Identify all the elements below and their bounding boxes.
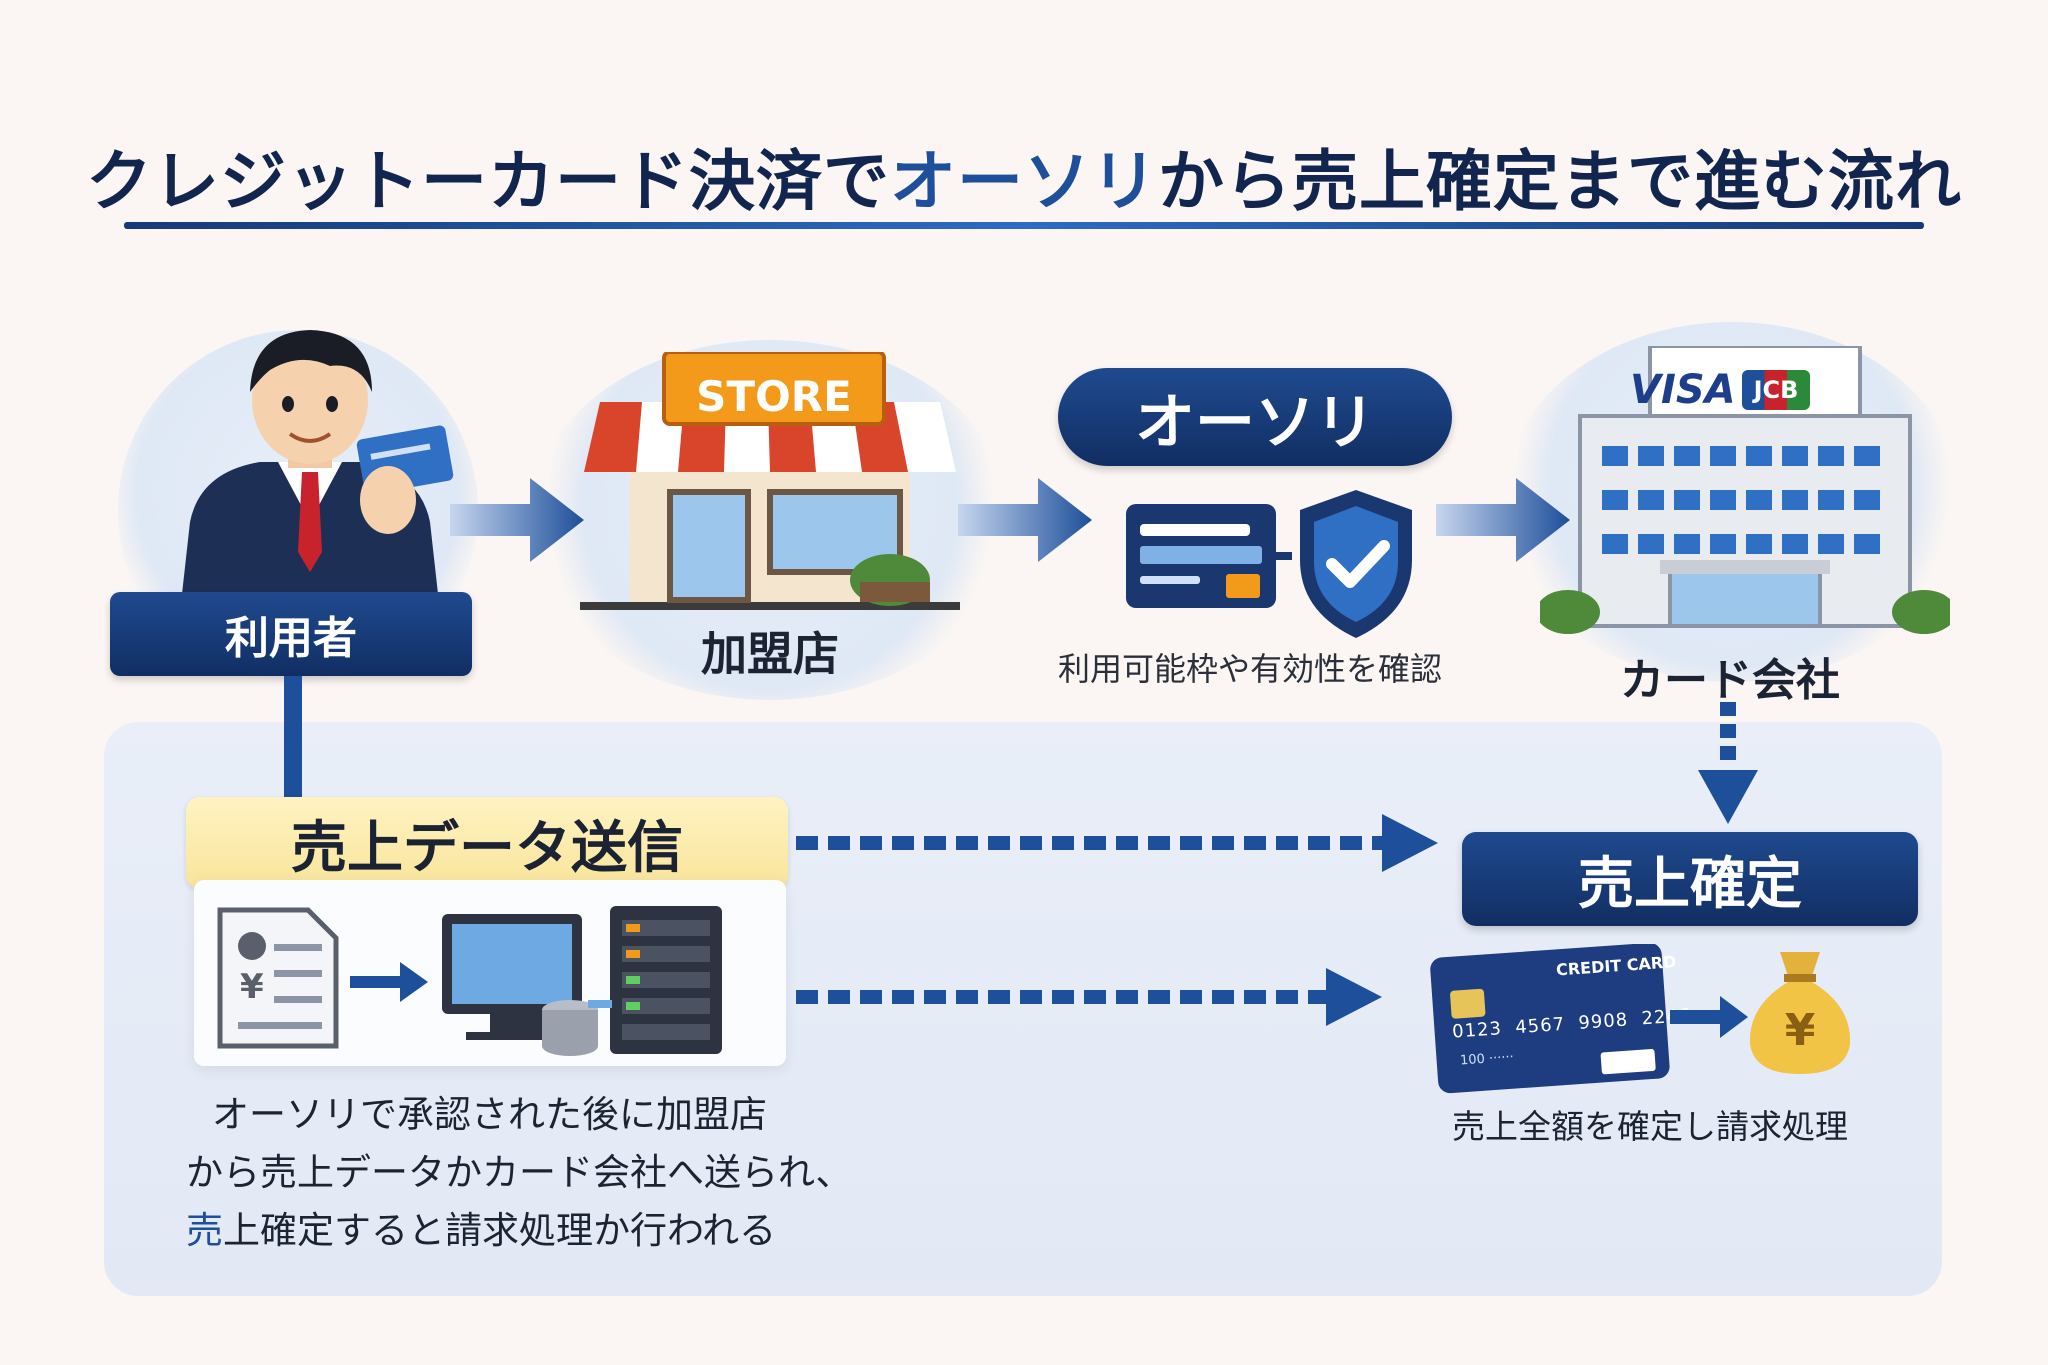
sales-data-description: オーソリで承認された後に加盟店 から売上データかカード会社へ送られ、 売上確定す… bbox=[170, 1086, 890, 1260]
sales-confirm-label: 売上確定 bbox=[1462, 832, 1918, 926]
svg-text:¥: ¥ bbox=[240, 967, 264, 1007]
authorization-label: オーソリ bbox=[1058, 368, 1452, 466]
dashed-arrow-bottom bbox=[796, 968, 1382, 1026]
page-title: クレジットーカード決済でオーソリから売上確定まで進む流れ bbox=[0, 128, 2048, 224]
desc-line-3: 売上確定すると請求処理か行われる bbox=[170, 1202, 890, 1260]
store-label: 加盟店 bbox=[701, 627, 839, 681]
title-part-5: まで進む流れ bbox=[1560, 143, 1962, 220]
desc-line-2: から売上データかカード会社へ送られ、 bbox=[186, 1151, 853, 1194]
store-icon bbox=[580, 352, 960, 610]
dashed-arrow-top bbox=[796, 814, 1438, 872]
user-connector-line bbox=[284, 676, 302, 798]
authorization-caption: 利用可能枠や有効性を確認 bbox=[1057, 650, 1442, 688]
store-sign: STORE bbox=[696, 371, 852, 421]
arrow-company-to-confirm bbox=[1698, 702, 1758, 824]
arrow-store-to-auth bbox=[958, 478, 1092, 562]
desc-line-3-text: 上確定すると請求処理か行われる bbox=[223, 1209, 777, 1252]
yen-symbol: ¥ bbox=[1784, 1004, 1816, 1056]
credit-card-icon bbox=[1430, 944, 1670, 1094]
user-label: 利用者 bbox=[110, 592, 472, 676]
sales-data-flow-icons: ¥ bbox=[217, 906, 722, 1056]
arrow-auth-to-company bbox=[1436, 478, 1570, 562]
sales-data-label: 売上データ送信 bbox=[186, 797, 788, 889]
user-icon bbox=[180, 330, 454, 612]
card-company-building-icon bbox=[1540, 346, 1950, 634]
jcb-logo: JCB bbox=[1742, 370, 1810, 410]
title-part-4: 売上確定 bbox=[1292, 143, 1560, 220]
arrow-user-to-store bbox=[450, 478, 584, 562]
arrow-card-to-money bbox=[1670, 996, 1748, 1038]
visa-logo: VISA bbox=[1630, 367, 1736, 413]
title-underline bbox=[124, 222, 1924, 229]
card-company-label: カード会社 bbox=[1620, 655, 1840, 706]
desc-line-3-highlight: 売 bbox=[186, 1209, 223, 1252]
title-part-2: オーソリ bbox=[890, 143, 1158, 220]
sales-confirm-caption: 売上全額を確定し請求処理 bbox=[1452, 1107, 1848, 1146]
title-part-3: から bbox=[1158, 143, 1292, 220]
title-part-1: クレジットーカード決済で bbox=[86, 143, 890, 220]
desc-line-1: オーソリで承認された後に加盟店 bbox=[212, 1093, 767, 1136]
money-bag-icon bbox=[1749, 952, 1851, 1074]
card-shield-icon bbox=[1126, 490, 1412, 638]
